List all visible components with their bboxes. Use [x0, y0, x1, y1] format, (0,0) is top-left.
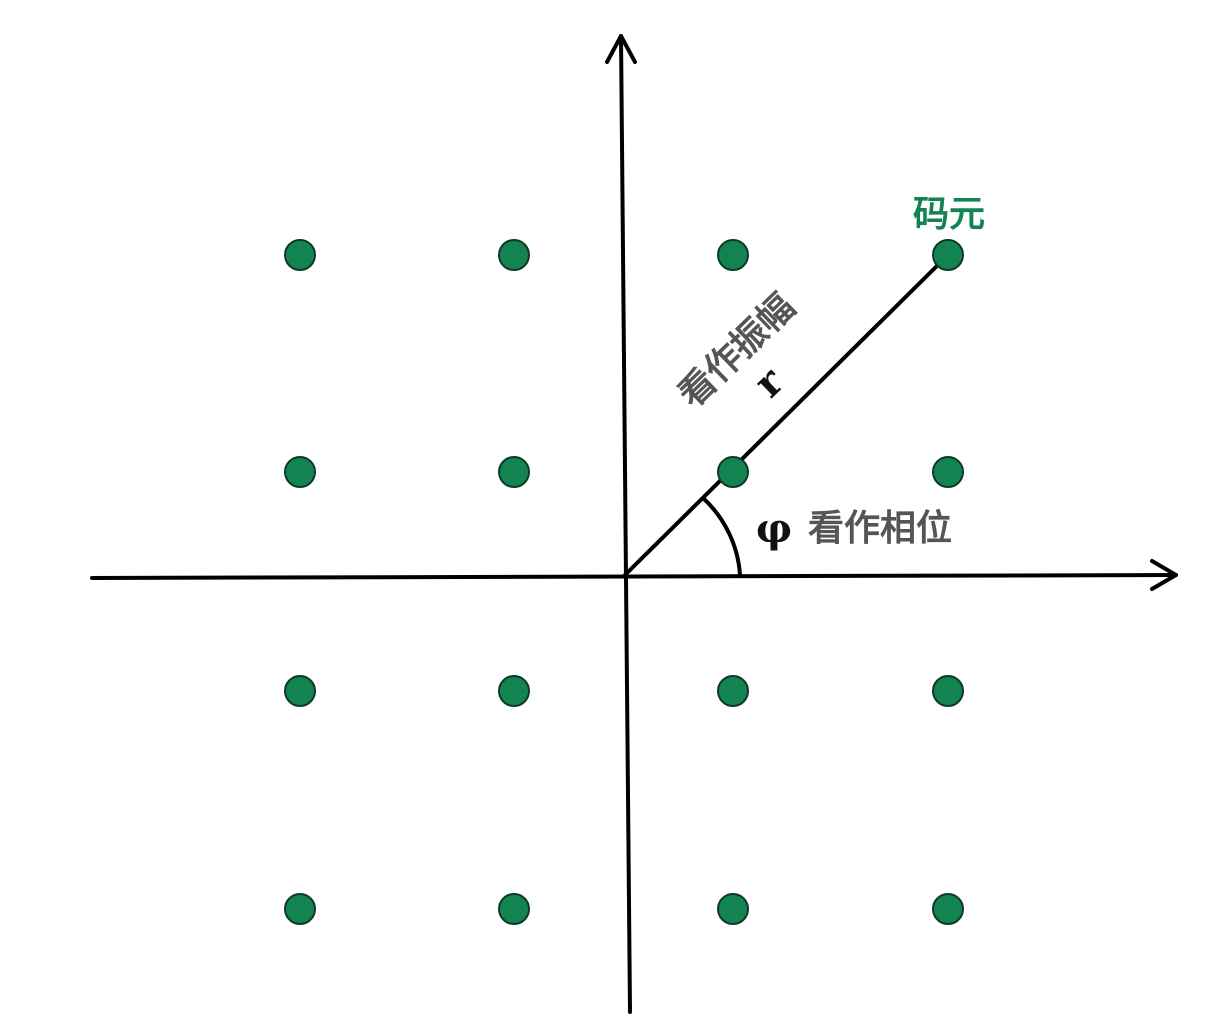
constellation-point: [284, 893, 316, 925]
constellation-point: [284, 675, 316, 707]
y-axis-arrow: [605, 34, 637, 64]
phase-symbol-label: φ: [756, 505, 792, 552]
axes: [90, 34, 1178, 1014]
constellation-point: [717, 456, 749, 488]
amplitude-vector: [623, 253, 950, 577]
constellation-point: [932, 675, 964, 707]
constellation-point: [717, 675, 749, 707]
constellation-point: [932, 239, 964, 271]
x-axis-arrow: [1150, 559, 1178, 591]
constellation-point: [284, 456, 316, 488]
constellation-point: [284, 239, 316, 271]
constellation-points: [284, 239, 964, 925]
constellation-point: [498, 675, 530, 707]
phase-angle-arc: [701, 496, 742, 576]
constellation-point: [932, 893, 964, 925]
constellation-point: [717, 239, 749, 271]
x-axis: [90, 573, 1178, 580]
constellation-point: [498, 456, 530, 488]
constellation-point: [717, 893, 749, 925]
constellation-point: [932, 456, 964, 488]
y-axis: [619, 34, 632, 1014]
phase-note-label: 看作相位: [808, 508, 952, 549]
symbol-label: 码元: [913, 194, 985, 235]
amplitude-symbol-label: r: [745, 358, 793, 407]
constellation-point: [498, 239, 530, 271]
constellation-point: [498, 893, 530, 925]
